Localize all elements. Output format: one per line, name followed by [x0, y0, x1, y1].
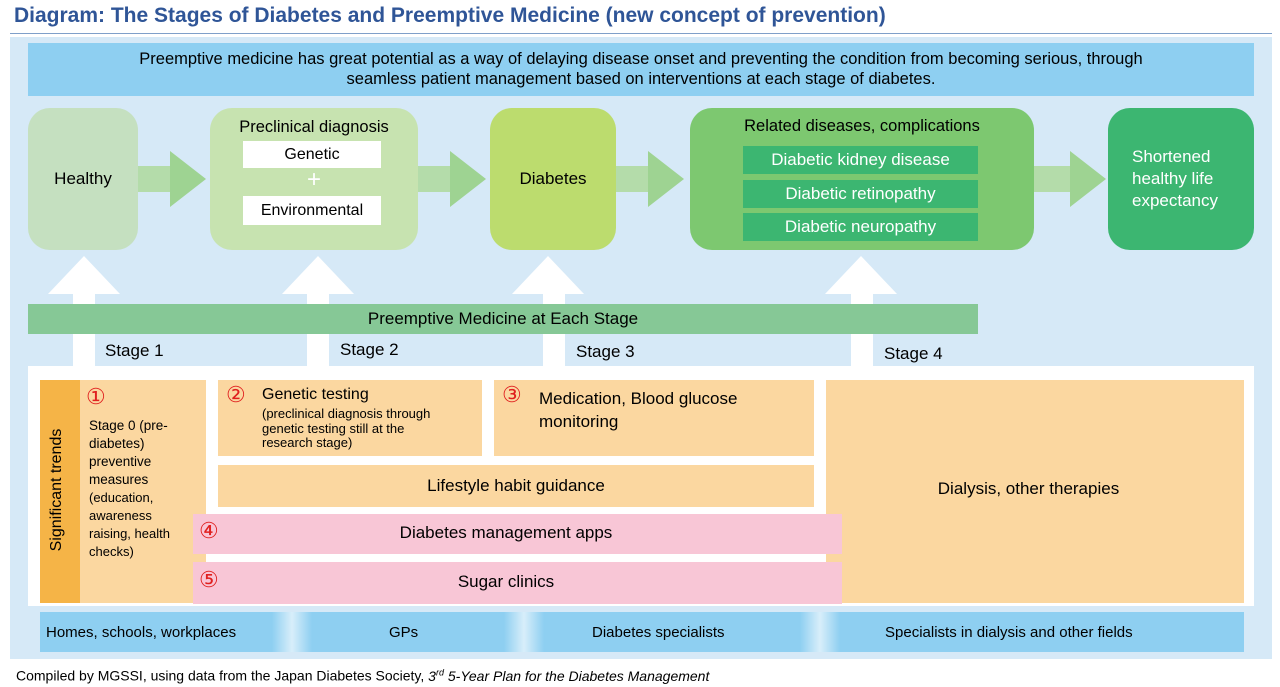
flow-arrow-3 — [648, 151, 684, 207]
item-1-line: measures — [89, 472, 149, 487]
item-1-line: raising, health — [89, 526, 170, 541]
trend-item-1: ① Stage 0 (pre- diabetes) preventive mea… — [80, 380, 206, 603]
trend-item-3: ③ Medication, Blood glucose monitoring — [494, 380, 814, 456]
trend-item-2: ② Genetic testing (preclinical diagnosis… — [218, 380, 482, 456]
healthy-label: Healthy — [54, 169, 112, 188]
trend-item-5: ⑤ Sugar clinics — [193, 562, 842, 604]
item-1-line: preventive — [89, 454, 152, 469]
flow-arrow-shaft-4 — [1032, 166, 1072, 192]
setting-diabetes-specialists: Diabetes specialists — [592, 624, 725, 641]
item-3-text: Medication, Blood glucose monitoring — [539, 387, 737, 433]
bar-gradient-divider — [272, 612, 312, 652]
item-1-number: ① — [86, 384, 106, 409]
trend-item-4: ④ Diabetes management apps — [193, 514, 842, 554]
item-1-line: (education, — [89, 490, 154, 505]
bar-gradient-divider — [504, 612, 544, 652]
stage-2-label: Stage 2 — [340, 340, 399, 359]
dialysis-therapies: Dialysis, other therapies — [826, 380, 1244, 603]
footer-ordinal-suffix: rd — [435, 667, 444, 677]
item-1-line: Stage 0 (pre- — [89, 418, 168, 433]
stage-preclinical: Preclinical diagnosis Genetic + Environm… — [210, 108, 418, 250]
setting-dialysis-specialists: Specialists in dialysis and other fields — [885, 624, 1133, 641]
stage-1-label: Stage 1 — [105, 341, 164, 360]
stage-healthy: Healthy — [28, 108, 138, 250]
bar-gradient-divider — [800, 612, 840, 652]
item-2-sub-line: research stage) — [262, 435, 353, 450]
item-2-title: Genetic testing — [262, 386, 369, 403]
stage-4-label: Stage 4 — [884, 344, 943, 363]
shortened-line-3: expectancy — [1132, 191, 1218, 210]
related-title: Related diseases, complications — [744, 117, 980, 135]
item-2-sub-line: (preclinical diagnosis through — [262, 406, 431, 421]
item-1-line: awareness — [89, 508, 152, 523]
item-2-subtext: (preclinical diagnosis through genetic t… — [262, 406, 431, 451]
banner-line-1: Preemptive medicine has great potential … — [139, 50, 1143, 68]
item-5-number: ⑤ — [199, 567, 219, 592]
footer-plan-title: 5-Year Plan for the Diabetes Management — [443, 667, 710, 684]
summary-banner: Preemptive medicine has great potential … — [28, 43, 1254, 96]
item-4-label: Diabetes management apps — [399, 523, 613, 542]
flow-arrow-shaft-1 — [136, 166, 172, 192]
setting-gps: GPs — [389, 624, 419, 641]
genetic-box: Genetic — [243, 141, 381, 168]
source-footer: Compiled by MGSSI, using data from the J… — [16, 667, 709, 684]
shortened-line-2: healthy life — [1132, 169, 1214, 188]
item-5-label: Sugar clinics — [457, 572, 555, 591]
complication-retinopathy: Diabetic retinopathy — [743, 180, 978, 208]
up-arrow-stage-2 — [282, 256, 354, 294]
item-3-number: ③ — [502, 382, 522, 407]
significant-trends-label-box: Significant trends — [40, 380, 80, 603]
flow-arrow-shaft-2 — [416, 166, 452, 192]
up-arrow-stage-1 — [48, 256, 120, 294]
banner-line-2: seamless patient management based on int… — [346, 70, 936, 88]
environmental-box: Environmental — [243, 196, 381, 225]
complication-kidney: Diabetic kidney disease — [743, 146, 978, 174]
shortened-line-1: Shortened — [1132, 147, 1211, 166]
item-2-number: ② — [226, 382, 246, 407]
flow-arrow-2 — [450, 151, 486, 207]
complication-neuropathy: Diabetic neuropathy — [743, 213, 978, 241]
preemptive-medicine-bar: Preemptive Medicine at Each Stage — [28, 304, 978, 334]
item-1-line: diabetes) — [89, 436, 145, 451]
item-1-line: checks) — [89, 544, 134, 559]
diabetes-label: Diabetes — [519, 169, 587, 188]
stage-3-label: Stage 3 — [576, 342, 635, 361]
stage-related-diseases: Related diseases, complications Diabetic… — [690, 108, 1034, 250]
up-arrow-stage-4 — [825, 256, 897, 294]
flow-arrow-4 — [1070, 151, 1106, 207]
care-settings-bar: Homes, schools, workplaces GPs Diabetes … — [40, 612, 1244, 652]
item-2-sub-line: genetic testing still at the — [262, 420, 405, 436]
item-4-number: ④ — [199, 518, 219, 543]
preclinical-title: Preclinical diagnosis — [239, 118, 389, 136]
significant-trends-label: Significant trends — [48, 428, 65, 552]
item-3-line-1: Medication, Blood glucose — [539, 389, 738, 408]
stage-shortened-life: Shortened healthy life expectancy — [1108, 108, 1254, 250]
up-arrow-stage-3 — [512, 256, 584, 294]
page-title: Diagram: The Stages of Diabetes and Pree… — [14, 4, 886, 27]
dialysis-label: Dialysis, other therapies — [937, 479, 1120, 498]
stage-diabetes: Diabetes — [490, 108, 616, 250]
item-1-text: Stage 0 (pre- diabetes) preventive measu… — [89, 417, 170, 561]
flow-arrow-shaft-3 — [614, 166, 650, 192]
plus-sign: + — [306, 166, 321, 193]
footer-prefix: Compiled by MGSSI, using data from the J… — [16, 667, 429, 684]
title-divider — [10, 33, 1272, 34]
flow-arrow-1 — [170, 151, 206, 207]
setting-homes: Homes, schools, workplaces — [46, 624, 237, 641]
lifestyle-guidance: Lifestyle habit guidance — [218, 465, 814, 507]
item-3-line-2: monitoring — [539, 412, 619, 431]
footer-ordinal: 3 — [428, 667, 436, 684]
